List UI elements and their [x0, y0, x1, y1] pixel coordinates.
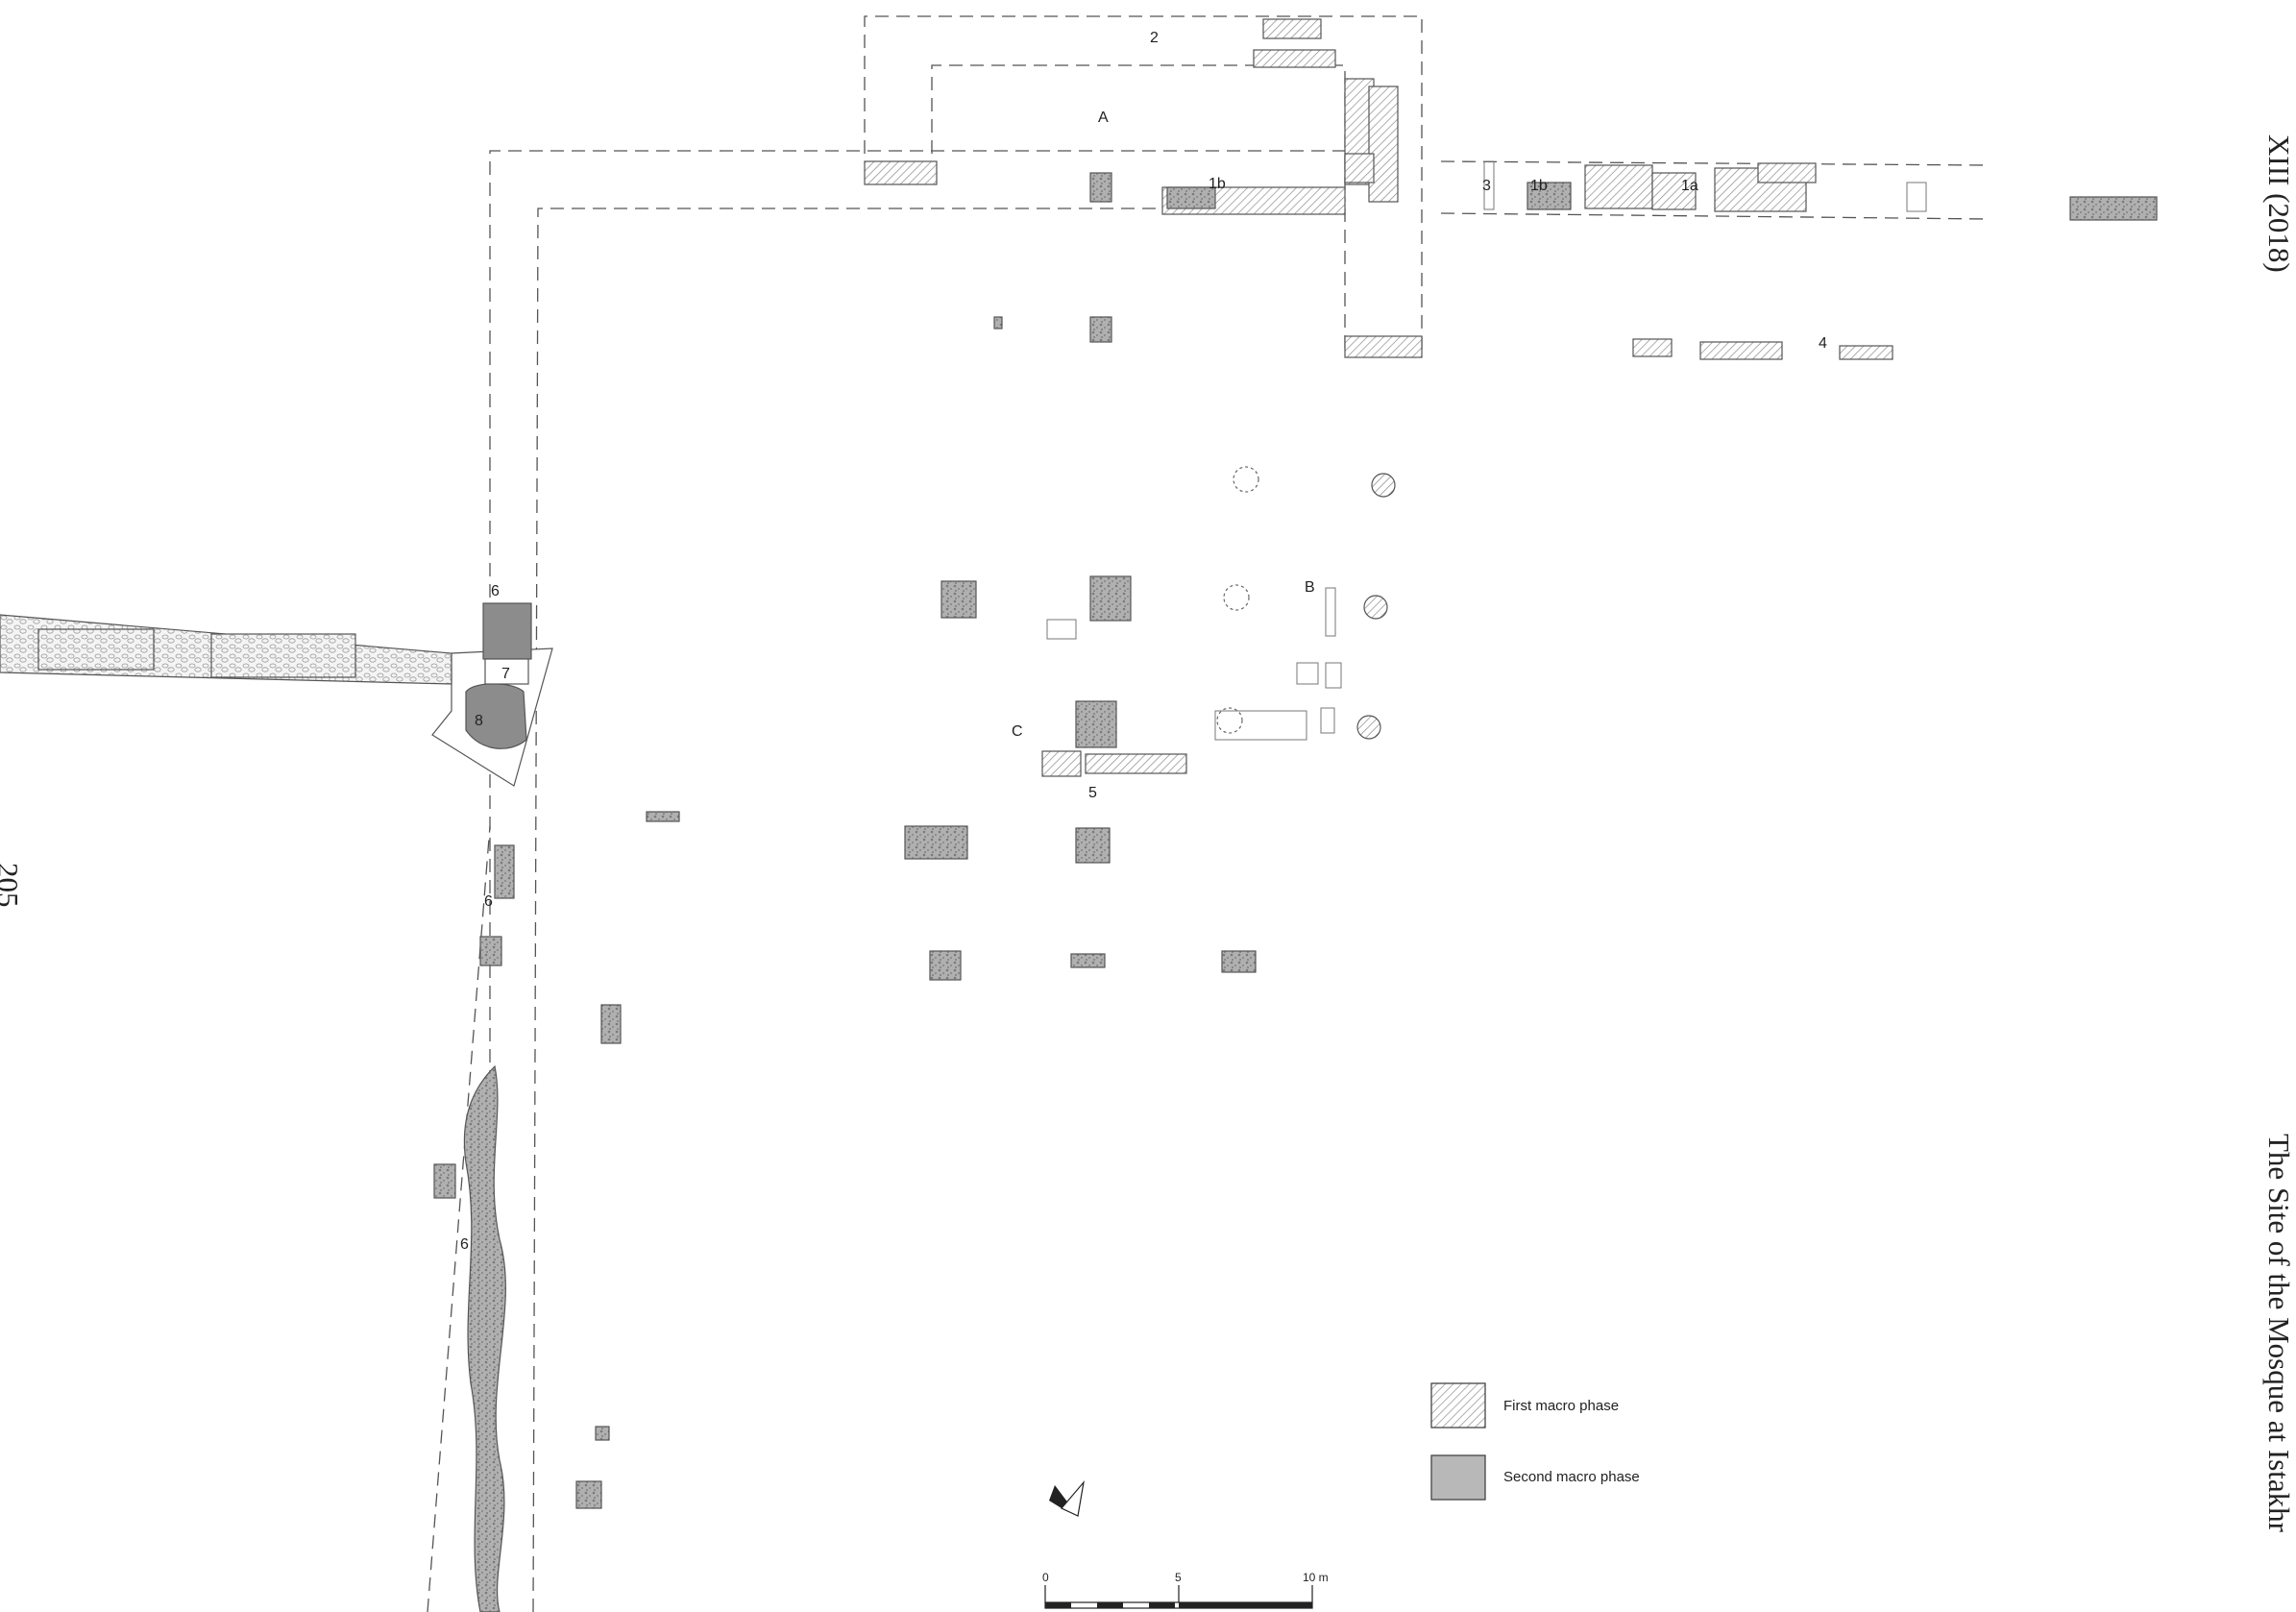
label-area-c: C [1012, 723, 1023, 740]
running-header: The Site of the Mosque at Istakhr [2262, 1134, 2296, 1532]
label-6-middle: 6 [484, 893, 493, 910]
scale-tick-10: 10 m [1303, 1571, 1329, 1584]
label-1b-west: 1b [1209, 176, 1226, 192]
legend-label-second-phase: Second macro phase [1503, 1469, 1640, 1485]
label-area-b: B [1305, 579, 1315, 596]
label-6-top: 6 [491, 583, 500, 599]
outline-features [1046, 160, 1927, 741]
legend-swatch-second-phase [1430, 1454, 1486, 1501]
label-1a: 1a [1681, 178, 1698, 194]
label-7: 7 [501, 666, 510, 682]
plan-labels: A B C 2 1b 3 1b 1a 4 5 6 7 8 6 6 [460, 30, 1827, 1253]
scale-tick-5: 5 [1175, 1571, 1182, 1584]
volume-label: XIII (2018) [2262, 134, 2296, 273]
dotted-column-bases [1216, 466, 1259, 734]
scale-tick-0: 0 [1042, 1571, 1049, 1584]
structure-6-7-8 [431, 602, 553, 787]
legend: First macro phase Second macro phase [1430, 1382, 1640, 1501]
north-arrow-icon [1049, 1479, 1085, 1517]
west-corridor [0, 614, 452, 685]
second-phase-remains [433, 172, 2158, 1612]
label-8: 8 [475, 713, 483, 729]
scale-bar: 0 5 10 m [1042, 1571, 1329, 1609]
label-5: 5 [1088, 785, 1097, 801]
label-2: 2 [1150, 30, 1159, 46]
label-3: 3 [1482, 178, 1491, 194]
legend-label-first-phase: First macro phase [1503, 1398, 1619, 1414]
label-6-bottom: 6 [460, 1236, 469, 1253]
label-4: 4 [1819, 335, 1827, 352]
label-1b-east: 1b [1530, 178, 1548, 194]
legend-swatch-first-phase [1430, 1382, 1486, 1429]
label-area-a: A [1098, 110, 1109, 126]
page-number: 205 [0, 863, 25, 908]
first-phase-walls [864, 18, 1893, 777]
